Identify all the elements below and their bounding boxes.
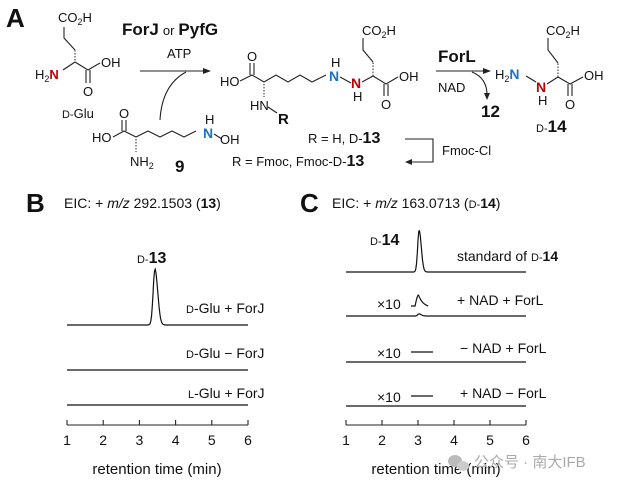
fmoc-arrow (405, 138, 434, 163)
atom-oh: OH (101, 55, 121, 70)
atom-co2h: CO2H (362, 23, 396, 40)
atom-oh: OH (584, 68, 604, 83)
trace-label-c-2: − NAD + ForL (460, 340, 547, 356)
x-tick-label: 3 (414, 432, 422, 448)
panel-b-traces (67, 267, 248, 406)
atom-ho: HO (92, 130, 112, 145)
reagent-fmoc-cl: Fmoc-Cl (442, 143, 491, 158)
trace-label-b-2: L-Glu + ForJ (188, 385, 265, 401)
chromatogram-trace-c-1 (346, 313, 526, 317)
compound-d14-structure: H2N N H CO2H OH O D-14 (495, 23, 604, 136)
watermark-text: 公众号 · 南大IFB (474, 454, 586, 471)
x-tick-label: 4 (172, 432, 180, 448)
x-tick-label: 4 (450, 432, 458, 448)
d-glu-label: D-Glu (62, 106, 94, 121)
r-group: R (278, 111, 289, 128)
atom-h2n: H2N (495, 66, 520, 84)
x-tick-label: 2 (99, 432, 107, 448)
scale-label-c-3: ×10 (377, 389, 401, 405)
atom-n-blue: N (203, 125, 213, 141)
atom-h: H (331, 55, 340, 70)
x-tick-label: 3 (136, 432, 144, 448)
panel-label-b: B (26, 188, 45, 218)
atom-co2h: CO2H (546, 23, 580, 40)
cofactor-nad: NAD (438, 80, 465, 95)
atom-ho: HO (220, 74, 240, 89)
panel-c-x-axis: 1 2 3 4 5 6 (342, 420, 530, 448)
atom-o: O (247, 49, 257, 64)
atom-oh: OH (220, 132, 240, 147)
r-eq-2: R = Fmoc, Fmoc-D-13 (232, 153, 364, 170)
panel-c-title: EIC: + m/z 163.0713 (D-14) (332, 195, 500, 211)
d-glu-structure: CO2H OH O H2N D-Glu (35, 10, 121, 121)
magnified-trace-c-1 (411, 294, 429, 307)
x-tick-label: 6 (522, 432, 530, 448)
chromatogram-trace-b-0 (67, 267, 248, 326)
atom-o: O (83, 84, 93, 99)
chromatogram-trace-c-0 (346, 229, 526, 273)
atom-n-blue: N (329, 68, 339, 84)
peak-label-d13: D-13 (137, 250, 167, 267)
atom-o: O (565, 97, 575, 112)
x-tick-label: 5 (208, 432, 216, 448)
panel-b-title: EIC: + m/z 292.1503 (13) (64, 195, 221, 211)
x-tick-label: 1 (342, 432, 350, 448)
peak-label-d14: D-14 (370, 232, 400, 249)
atom-h: H (353, 89, 362, 104)
byproduct-12: 12 (481, 102, 500, 121)
atom-oh: OH (399, 69, 419, 84)
x-tick-label: 6 (244, 432, 252, 448)
trace-label-b-1: D-Glu − ForJ (186, 345, 264, 361)
atom-h: H (538, 93, 547, 108)
panel-label-a: A (6, 3, 25, 33)
scale-label-c-2: ×10 (377, 345, 401, 361)
d14-label: D-14 (536, 117, 567, 136)
compound-13-structure: HO O HN R H N N H CO2H OH O (220, 23, 419, 128)
atom-hn: HN (250, 98, 269, 113)
trace-label-c-1: + NAD + ForL (457, 292, 544, 308)
compound-9-label: 9 (175, 157, 184, 176)
atom-n-red: N (351, 75, 361, 91)
watermark: 公众号 · 南大IFB (448, 454, 586, 471)
enzyme-forl: ForL (438, 47, 476, 66)
compound-9-structure: HO O NH2 H N OH 9 (92, 106, 240, 176)
panel-label-c: C (300, 188, 319, 218)
atom-o: O (381, 97, 391, 112)
reaction-arrow-2: ForL NAD 12 (436, 47, 500, 121)
atom-n-red: N (536, 79, 546, 95)
x-tick-label: 2 (378, 432, 386, 448)
panel-b-x-axis: 1 2 3 4 5 6 (63, 420, 252, 448)
scale-label-c-1: ×10 (377, 296, 401, 312)
atom-co2h: CO2H (58, 10, 92, 27)
trace-label-c-3: + NAD − ForL (460, 385, 547, 401)
cofactor-atp: ATP (167, 46, 191, 61)
trace-label-c-0: standard of D-14 (457, 248, 558, 264)
r-eq-1: R = H, D-13 (308, 130, 380, 147)
wechat-icon (448, 455, 469, 471)
x-tick-label: 5 (486, 432, 494, 448)
x-tick-label: 1 (63, 432, 71, 448)
atom-h: H (205, 112, 214, 127)
panel-c-traces (346, 229, 526, 407)
trace-label-b-0: D-Glu + ForJ (186, 300, 264, 316)
atom-nh2: NH2 (130, 154, 154, 171)
panel-b-xlabel: retention time (min) (92, 461, 221, 478)
atom-h2n: H2N (35, 67, 59, 84)
atom-o: O (119, 106, 129, 121)
